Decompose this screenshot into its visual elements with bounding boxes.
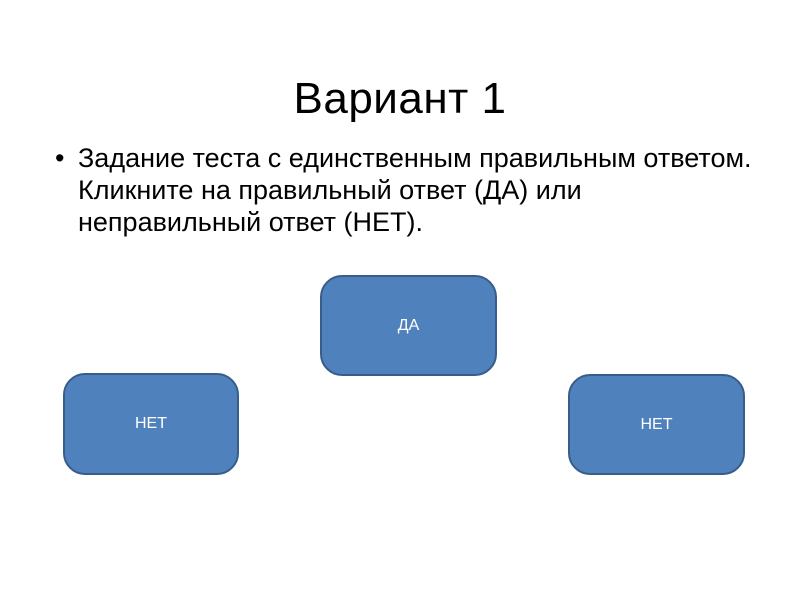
bullet-marker: • (55, 143, 65, 173)
bullet-text-line: Задание теста с единственным правильным … (78, 143, 752, 173)
no-button-left[interactable]: НЕТ (63, 373, 239, 475)
bullet-paragraph: • Задание теста с единственным правильны… (55, 142, 765, 238)
yes-button[interactable]: ДА (320, 275, 497, 376)
bullet-text-line: Кликните на правильный ответ (ДА) или (78, 175, 582, 205)
no-button-right[interactable]: НЕТ (568, 374, 745, 475)
bullet-text-line: неправильный ответ (НЕТ). (78, 207, 424, 237)
no-button-right-label: НЕТ (640, 415, 673, 433)
slide-title: Вариант 1 (293, 74, 507, 124)
no-button-left-label: НЕТ (135, 415, 167, 432)
yes-button-label: ДА (397, 316, 420, 334)
bullet-text: Задание теста с единственным правильным … (78, 142, 765, 238)
